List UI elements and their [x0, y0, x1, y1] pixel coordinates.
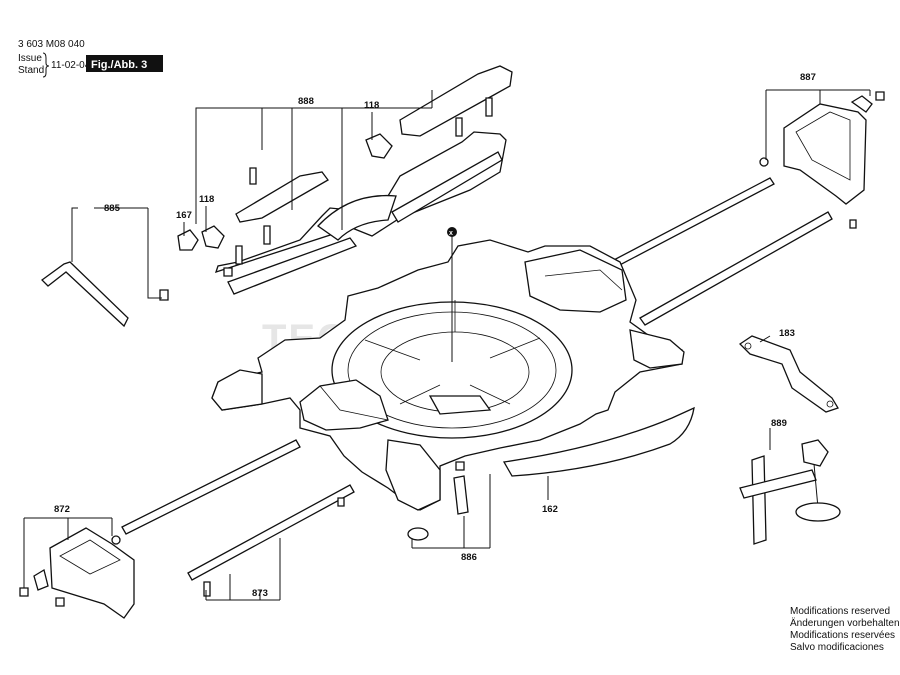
rear-screw: [875, 91, 885, 101]
pivot-marker: [447, 227, 457, 237]
fig-label: Fig./Abb. 3: [91, 59, 147, 71]
clamp-post: [751, 455, 767, 545]
clamp-knob: [801, 439, 829, 467]
front-leg: [385, 439, 441, 511]
fence-assembly-888: [214, 65, 513, 295]
callout-183: 183: [779, 328, 795, 339]
screw-873: [203, 581, 211, 597]
front-nut: [111, 535, 121, 545]
knob-118-left: [201, 225, 225, 249]
fence-insert-right: [399, 65, 513, 137]
knob-167: [177, 229, 199, 251]
callout-886: 886: [461, 552, 477, 563]
header-brace: [42, 52, 50, 78]
note-fr: Modifications reservées: [790, 630, 895, 641]
rear-nut: [759, 157, 769, 167]
guide-rod-front-lower: [187, 484, 355, 581]
leader-885: [71, 207, 162, 299]
bracket-hole-b: [826, 400, 834, 408]
rear-support-clip: [850, 95, 873, 113]
foot-rubber: [407, 527, 429, 541]
fence-center-cutout: [317, 194, 397, 241]
rear-block: [524, 249, 627, 313]
front-block-edge: [319, 385, 389, 421]
front-support-top: [59, 539, 121, 575]
screw-873-b: [337, 497, 345, 507]
rear-support-887: [759, 91, 885, 229]
callout-167: 167: [176, 210, 192, 221]
leader-873: [205, 538, 281, 601]
leader-887: [765, 89, 871, 160]
callout-887: 887: [800, 72, 816, 83]
left-wing: [211, 369, 263, 411]
callout-162: 162: [542, 504, 558, 515]
front-support-872: [19, 527, 135, 619]
stand-label: Stand: [18, 65, 44, 76]
rear-support-window: [795, 111, 851, 181]
knob-118-top: [365, 133, 393, 159]
front-support-clip: [33, 568, 49, 591]
bracket-183: [738, 335, 839, 413]
note-en: Modifications reserved: [790, 606, 890, 617]
screw-c: [235, 245, 243, 265]
callout-118-left: 118: [199, 194, 214, 205]
guide-rod-rear-lower: [639, 211, 833, 326]
clamp-foot: [795, 502, 841, 522]
front-screw-low: [55, 597, 65, 607]
screw-f: [223, 267, 233, 277]
callout-labels: 885 888 118 167 118 887 183 889 162 872 …: [54, 72, 816, 599]
issue-label: Issue: [18, 53, 42, 64]
fence-scale-left: [227, 237, 358, 295]
doc-number: 3 603 M08 040: [18, 39, 85, 50]
feet-886: [407, 461, 469, 541]
fence-scale-right: [391, 151, 503, 223]
guide-rod-rear-upper: [609, 177, 775, 269]
table-slot: [428, 395, 492, 415]
rear-screw-low: [849, 219, 857, 229]
fence-insert-left: [235, 171, 329, 223]
note-es: Salvo modificaciones: [790, 642, 884, 653]
callout-888: 888: [298, 96, 314, 107]
note-de: Änderungen vorbehalten: [790, 617, 900, 629]
issue-date: 11-02-04: [51, 60, 91, 71]
bracket-hole-a: [744, 342, 752, 350]
foot-bolt: [453, 475, 469, 515]
hex-wrench-885: [41, 261, 129, 328]
footer-notes: Modifications reserved Änderungen vorbeh…: [790, 606, 900, 653]
foot-screw: [455, 461, 465, 471]
callout-873: 873: [252, 588, 268, 599]
fig-box: [86, 55, 163, 72]
callout-885: 885: [104, 203, 121, 214]
leader-183: [759, 335, 771, 343]
clamp-arm: [739, 469, 817, 499]
leader-lines: [23, 89, 871, 601]
leader-886: [411, 474, 491, 549]
header-block: 3 603 M08 040 Issue Stand 11-02-04 Fig./…: [18, 39, 163, 78]
hold-down-clamp-889: [739, 439, 841, 545]
guide-rod-front-upper: [121, 439, 301, 535]
table-spokes: [364, 300, 541, 405]
rear-block-edge: [544, 269, 623, 291]
front-screw: [19, 587, 29, 597]
right-wing: [629, 329, 685, 369]
callout-x: x: [449, 230, 453, 237]
callout-872: 872: [54, 504, 70, 515]
clamp-screw: [813, 463, 819, 509]
screw-d: [455, 117, 463, 137]
guide-rods: [121, 177, 833, 581]
screw-e: [485, 97, 493, 117]
curved-scale-plate-162: [502, 406, 695, 477]
leader-872: [23, 517, 113, 588]
screw-a: [249, 167, 257, 185]
callout-118-top: 118: [364, 100, 379, 111]
saw-base-assembly: x: [211, 227, 685, 511]
screw-b: [263, 225, 271, 245]
leader-888: [195, 90, 433, 230]
rear-support-body: [783, 103, 867, 205]
callout-889: 889: [771, 418, 787, 429]
